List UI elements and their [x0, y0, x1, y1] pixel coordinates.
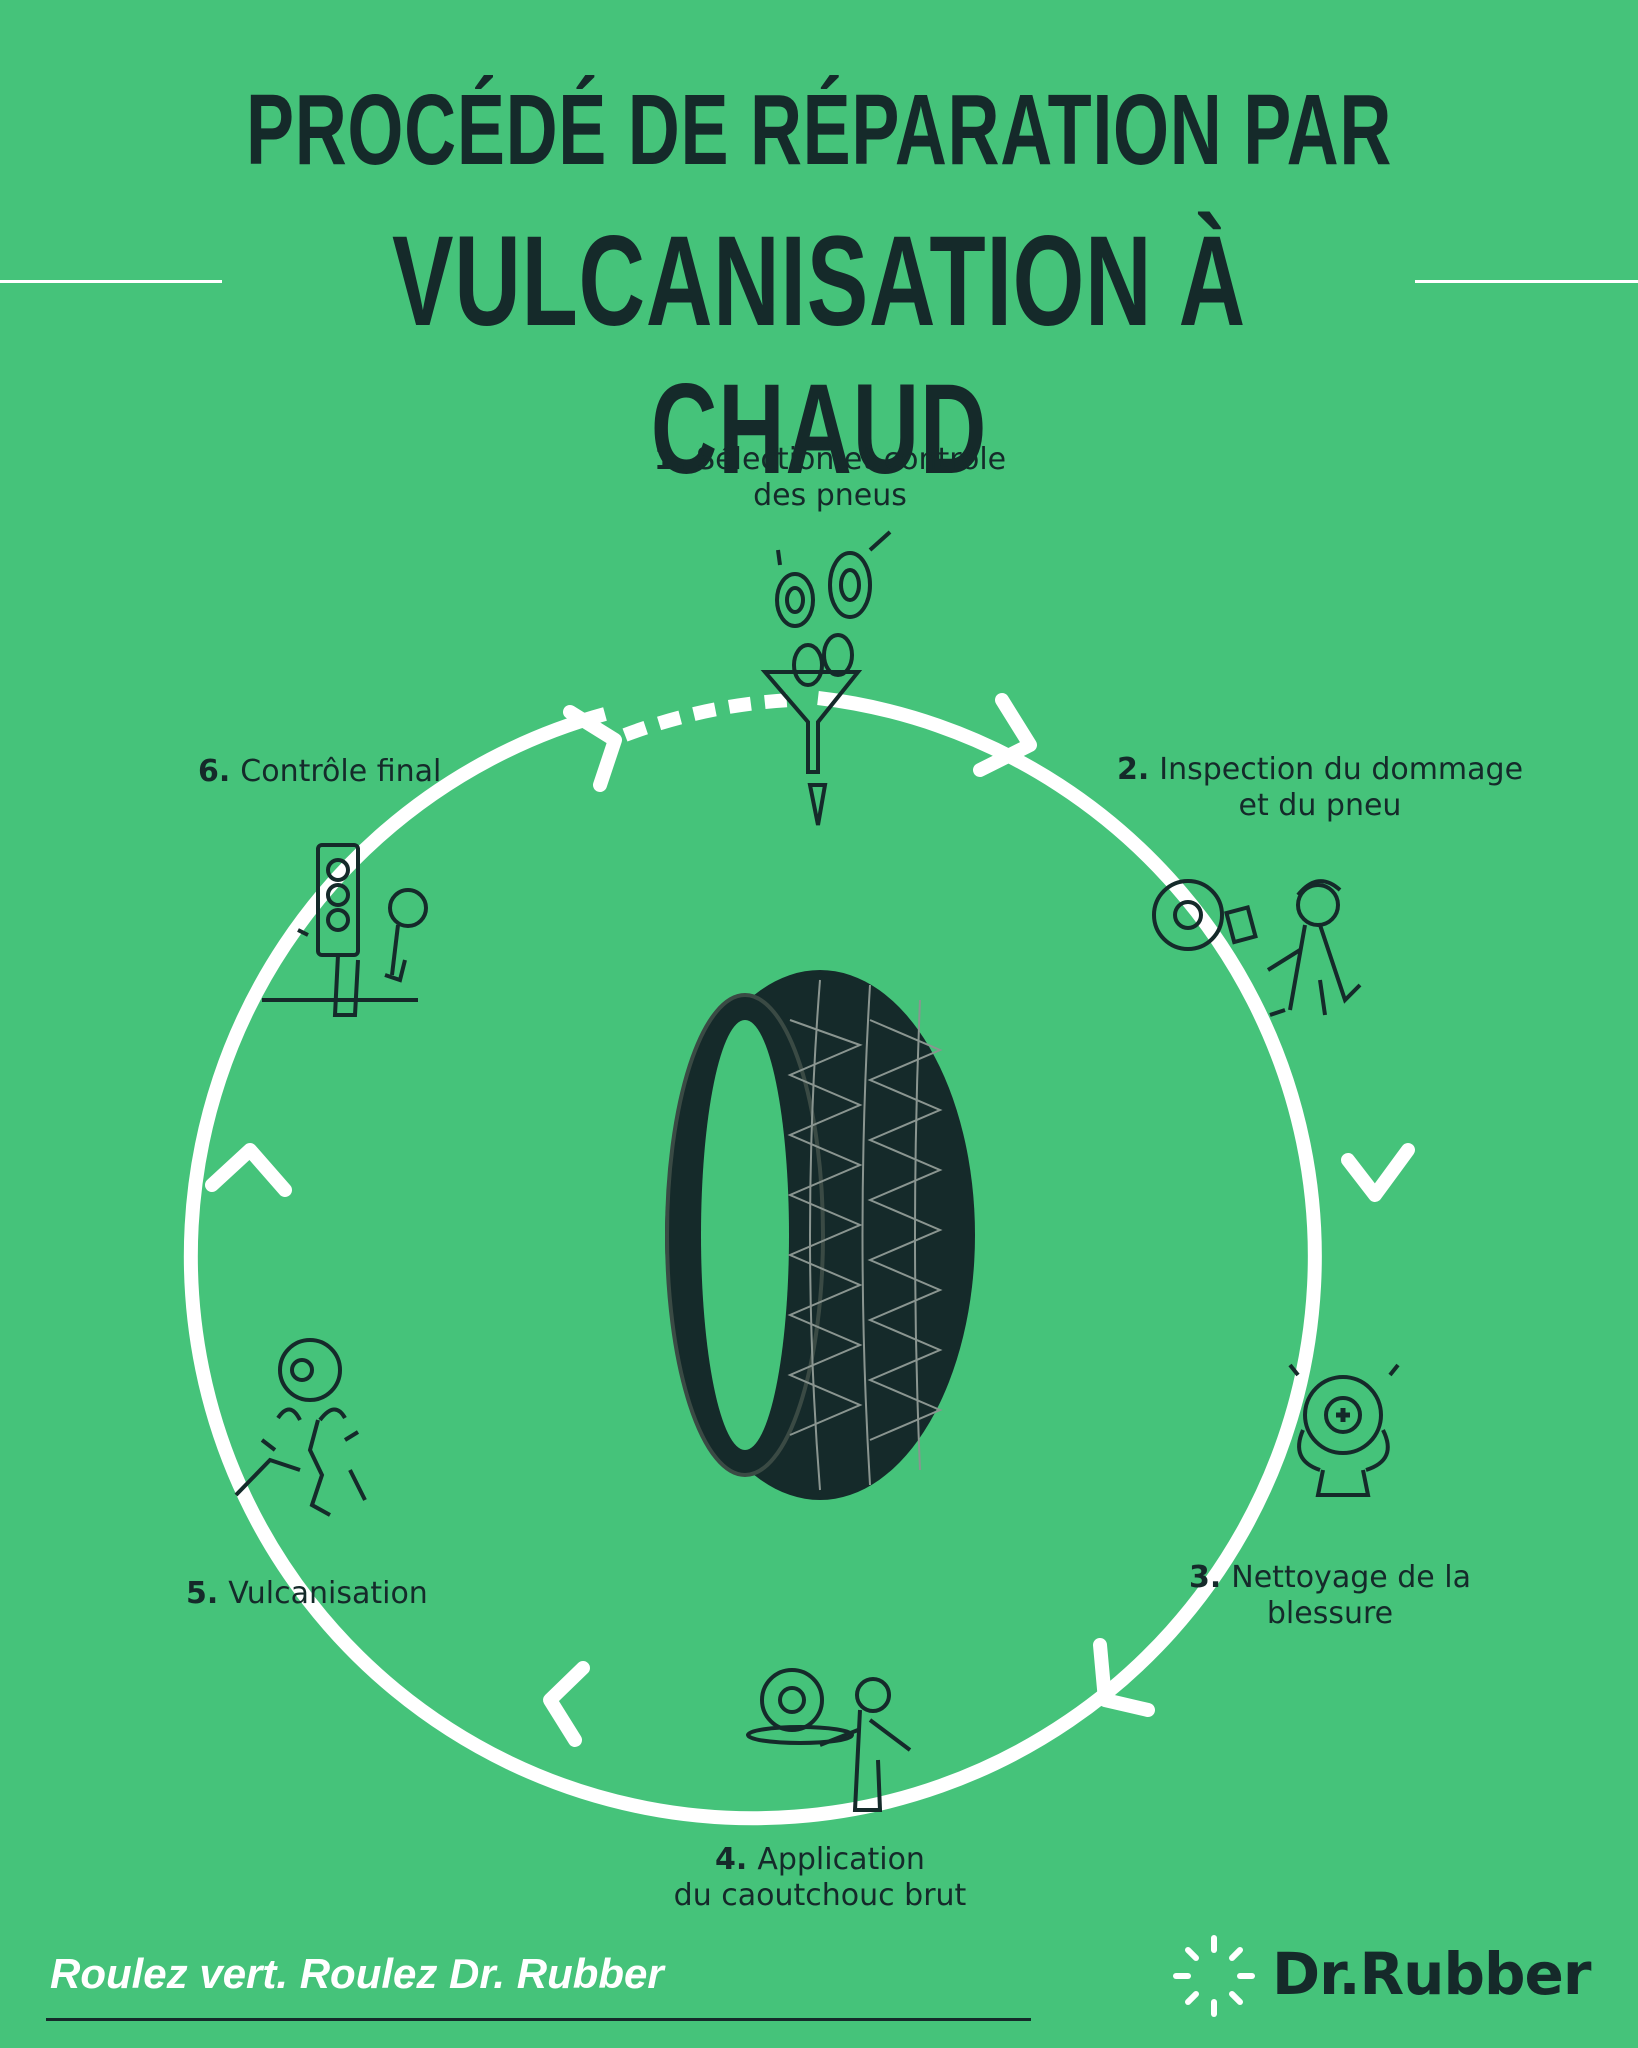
- arrow-2-3: [1341, 1143, 1415, 1202]
- step-1-line1: Sélection et contrôle: [696, 442, 1007, 477]
- arrow-1-2: [973, 693, 1037, 777]
- cycle-dotted-segment: [622, 693, 791, 742]
- step-3-label: 3. Nettoyage de la blessure: [1160, 1560, 1500, 1632]
- step-3-line1: Nettoyage de la: [1231, 1560, 1471, 1595]
- step-4-number: 4.: [715, 1842, 748, 1877]
- title-line-1: PROCÉDÉ DE RÉPARATION PAR: [245, 74, 1393, 186]
- tires-funnel-icon: [760, 530, 892, 826]
- step-3-number: 3.: [1189, 1560, 1222, 1595]
- step-6-line1: Contrôle final: [240, 754, 442, 789]
- step-6-label: 6. Contrôle final: [198, 754, 538, 790]
- step-6-number: 6.: [198, 754, 231, 789]
- step-2-label: 2. Inspection du dommage et du pneu: [1110, 752, 1530, 824]
- traffic-light-magnifier-icon: [262, 843, 428, 1017]
- medical-tire-icon: [1288, 1363, 1400, 1497]
- step-1-number: 1.: [653, 442, 687, 477]
- title-rule-right: [1415, 280, 1638, 283]
- step-2-line2: et du pneu: [1238, 788, 1402, 823]
- step-1-line2: des pneus: [753, 478, 907, 513]
- inspector-tire-icon: [1152, 879, 1362, 1017]
- step-5-label: 5. Vulcanisation: [186, 1576, 506, 1612]
- arrow-6-1: [563, 705, 622, 792]
- step-2-number: 2.: [1116, 752, 1150, 787]
- footer-underline: [46, 2018, 1031, 2021]
- arrow-4-5: [543, 1661, 590, 1747]
- step-5-line1: Vulcanisation: [228, 1576, 428, 1611]
- step-2-line1: Inspection du dommage: [1159, 752, 1524, 787]
- tire-icon: [665, 970, 975, 1500]
- arrow-3-4: [1093, 1638, 1155, 1717]
- title-rule-left: [0, 280, 222, 283]
- cycle-circle: [183, 691, 1322, 1826]
- person-applying-rubber-icon: [746, 1668, 912, 1812]
- step-4-line1: Application: [757, 1842, 925, 1877]
- brand-name: Dr.Rubber: [1272, 1940, 1591, 2008]
- step-4-line2: du caoutchouc brut: [673, 1878, 967, 1913]
- step-3-line2: blessure: [1266, 1596, 1394, 1631]
- step-4-label: 4. Application du caoutchouc brut: [640, 1842, 1000, 1914]
- sun-burst-logo-icon: [1173, 1935, 1255, 2017]
- step-5-number: 5.: [186, 1576, 219, 1611]
- tire-plant-root-icon: [234, 1338, 367, 1517]
- step-1-label: 1. Sélection et contrôle des pneus: [640, 442, 1020, 514]
- title-line-2: VULCANISATION À CHAUD: [392, 210, 1246, 501]
- arrow-5-6: [205, 1143, 292, 1197]
- footer-slogan: Roulez vert. Roulez Dr. Rubber: [50, 1950, 664, 1997]
